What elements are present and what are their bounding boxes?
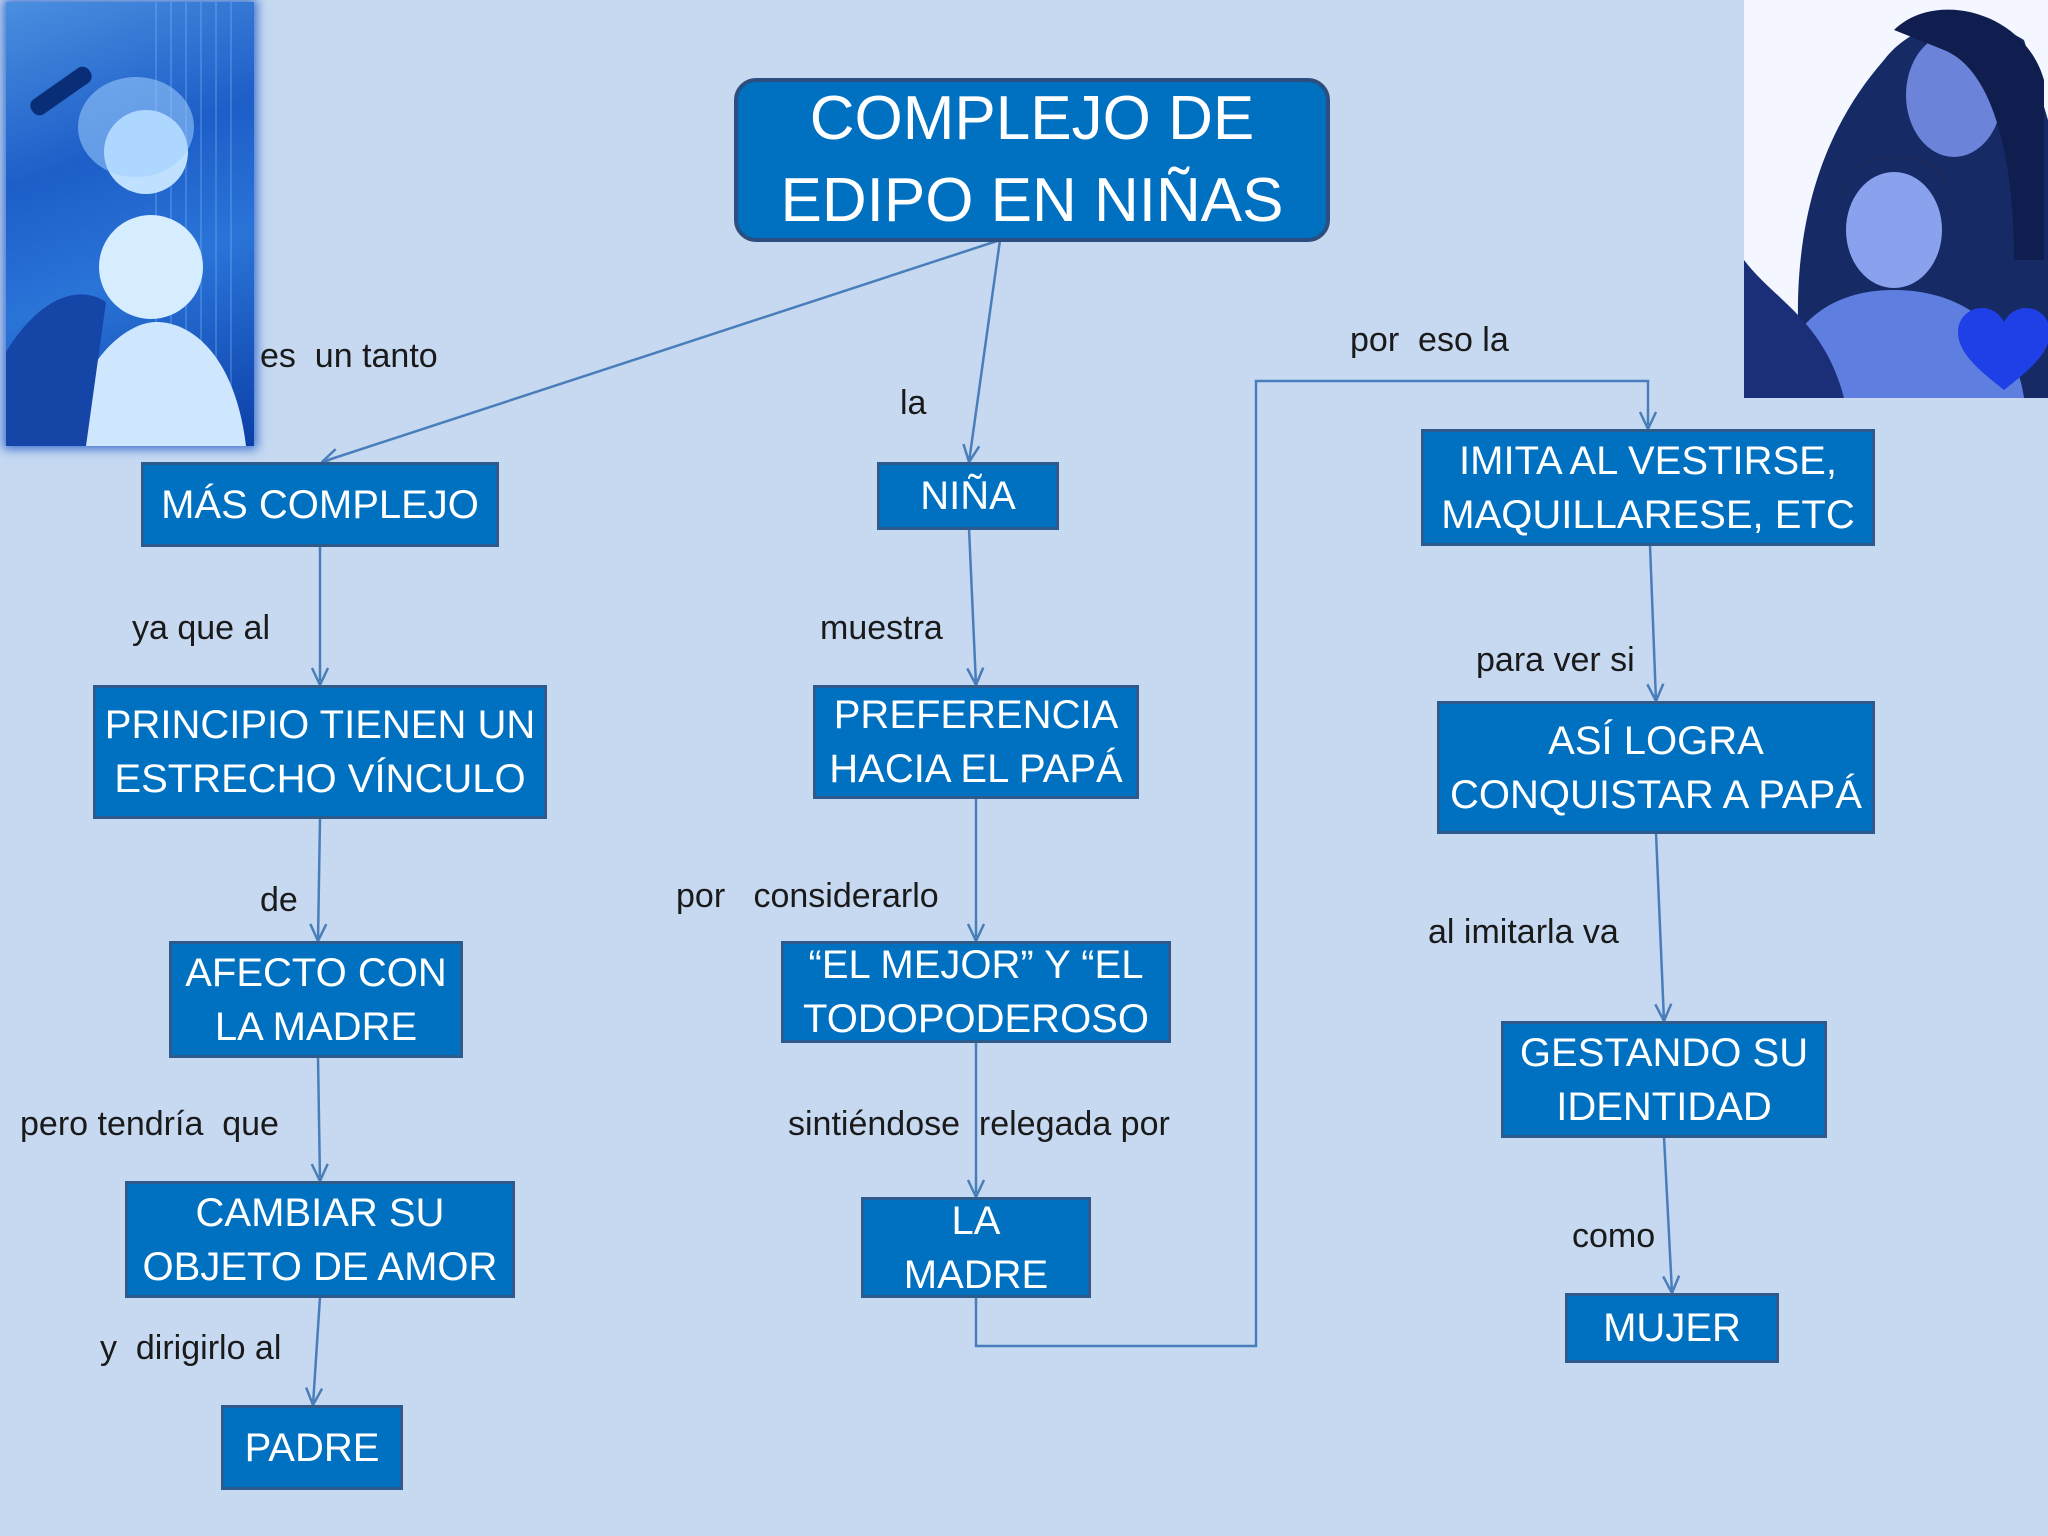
label-la: la bbox=[900, 384, 927, 422]
right-photo bbox=[1744, 0, 2048, 398]
label-de: de bbox=[260, 881, 298, 919]
node-principio: PRINCIPIO TIENEN UN ESTRECHO VÍNCULO bbox=[93, 685, 547, 819]
node-cambiar: CAMBIAR SU OBJETO DE AMOR bbox=[125, 1181, 515, 1298]
node-imita: IMITA AL VESTIRSE, MAQUILLARESE, ETC bbox=[1421, 429, 1875, 546]
label-para-ver-si: para ver si bbox=[1476, 641, 1635, 679]
connector-la-madre-imita bbox=[974, 379, 1648, 1348]
node-preferencia: PREFERENCIA HACIA EL PAPÁ bbox=[813, 685, 1139, 799]
connector-imita-asi-logra bbox=[1650, 544, 1656, 701]
node-asi-logra: ASÍ LOGRA CONQUISTAR A PAPÁ bbox=[1437, 701, 1875, 834]
label-al-imitarla-va: al imitarla va bbox=[1428, 913, 1619, 951]
connector-asi-logra-gestando bbox=[1656, 832, 1664, 1021]
node-el-mejor: “EL MEJOR” Y “EL TODOPODEROSO bbox=[781, 941, 1171, 1043]
node-afecto: AFECTO CON LA MADRE bbox=[169, 941, 463, 1058]
connector-afecto-cambiar bbox=[318, 1056, 320, 1181]
heart-icon bbox=[1958, 308, 2048, 390]
label-por-eso-la: por eso la bbox=[1350, 321, 1509, 359]
connector-title-mas-complejo bbox=[322, 238, 1001, 462]
label-muestra: muestra bbox=[820, 609, 943, 647]
label-es-un-tanto: es un tanto bbox=[260, 337, 438, 375]
label-ya-que-al: ya que al bbox=[132, 609, 270, 647]
connector-gestando-mujer bbox=[1664, 1136, 1672, 1293]
node-padre: PADRE bbox=[221, 1405, 403, 1490]
label-pero-tendria-que: pero tendría que bbox=[20, 1105, 279, 1143]
node-gestando: GESTANDO SU IDENTIDAD bbox=[1501, 1021, 1827, 1138]
connector-cambiar-padre bbox=[313, 1296, 320, 1405]
node-mas-complejo: MÁS COMPLEJO bbox=[141, 462, 499, 547]
label-como: como bbox=[1572, 1217, 1656, 1255]
connector-nina-preferencia bbox=[969, 527, 976, 685]
node-mujer: MUJER bbox=[1565, 1293, 1779, 1363]
label-sintiendose-relegada-por: sintiéndose relegada por bbox=[788, 1105, 1170, 1143]
left-photo bbox=[6, 2, 254, 446]
node-la-madre: LA MADRE bbox=[861, 1197, 1091, 1298]
connector-title-nina bbox=[969, 239, 1002, 462]
title-node: COMPLEJO DE EDIPO EN NIÑAS bbox=[734, 78, 1330, 242]
connector-principio-afecto bbox=[318, 817, 320, 941]
label-por-considerarlo: por considerarlo bbox=[676, 877, 939, 915]
label-y-dirigirlo-al: y dirigirlo al bbox=[100, 1329, 282, 1367]
node-nina: NIÑA bbox=[877, 462, 1059, 530]
